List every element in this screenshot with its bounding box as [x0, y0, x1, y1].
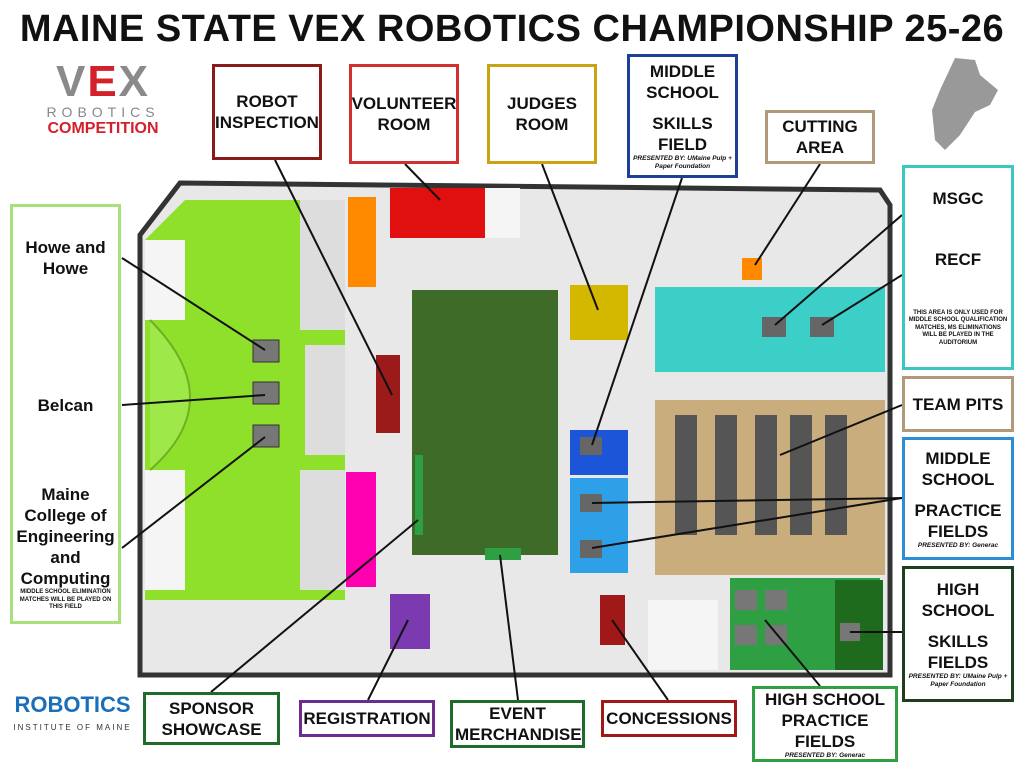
robotics-institute-logo: ROBOTICS INSTITUTE OF MAINE — [13, 692, 132, 733]
maine-silhouette — [932, 58, 998, 150]
concessions-label: CONCESSIONS — [601, 700, 737, 737]
sponsor-showcase-label: SPONSOR SHOWCASE — [143, 692, 280, 745]
registration-label: REGISTRATION — [299, 700, 435, 737]
judges-room-label: JUDGES ROOM — [487, 64, 597, 164]
vex-logo: VEX ROBOTICS COMPETITION — [46, 57, 160, 138]
robot-inspection-label: ROBOT INSPECTION — [212, 64, 322, 160]
hs-practice-fields-label: HIGH SCHOOL PRACTICE FIELDS PRESENTED BY… — [752, 686, 898, 762]
ms-practice-fields-label: MIDDLE SCHOOL PRACTICE FIELDS PRESENTED … — [902, 437, 1014, 560]
volunteer-room-label: VOLUNTEER ROOM — [349, 64, 459, 164]
ms-skills-field-label: MIDDLE SCHOOL SKILLS FIELD PRESENTED BY:… — [627, 54, 738, 178]
auditorium-fields-label: Howe and Howe Belcan Maine College of En… — [10, 204, 121, 624]
page-title: MAINE STATE VEX ROBOTICS CHAMPIONSHIP 25… — [19, 8, 1005, 50]
leader-lines — [121, 159, 903, 701]
msgc-recf-label: MSGC RECF THIS AREA IS ONLY USED FOR MID… — [902, 165, 1014, 370]
cutting-area-label: CUTTING AREA — [765, 110, 875, 164]
event-merchandise-label: EVENT MERCHANDISE — [450, 700, 585, 748]
team-pits-label: TEAM PITS — [902, 376, 1014, 432]
hs-skills-fields-label: HIGH SCHOOL SKILLS FIELDS PRESENTED BY: … — [902, 566, 1014, 702]
